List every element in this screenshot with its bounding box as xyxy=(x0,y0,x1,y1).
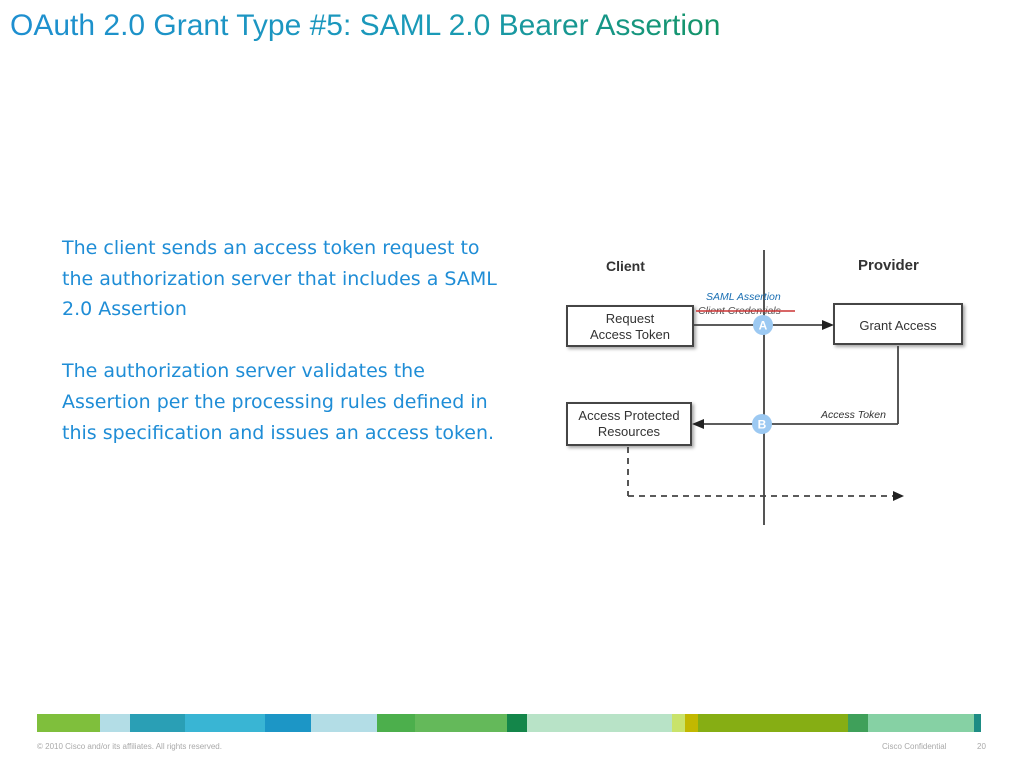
request-box-line2: Access Token xyxy=(590,327,670,342)
color-bar-segment xyxy=(527,714,672,732)
paragraph-request: The client sends an access token request… xyxy=(62,237,497,321)
request-access-token-box xyxy=(566,305,694,347)
access-box-line2: Resources xyxy=(598,424,661,439)
color-bar-segment xyxy=(848,714,868,732)
color-bar-segment xyxy=(130,714,185,732)
color-bar-segment xyxy=(974,714,981,732)
marker-b xyxy=(752,414,772,434)
page-number: 20 xyxy=(977,742,986,751)
color-bar-segment xyxy=(265,714,311,732)
request-box-line1: Request xyxy=(606,311,655,326)
client-label: Client xyxy=(606,258,645,274)
copyright-text: © 2010 Cisco and/or its affiliates. All … xyxy=(37,742,222,751)
color-bar-segment xyxy=(185,714,265,732)
access-protected-resources-box xyxy=(566,402,692,446)
page-title: OAuth 2.0 Grant Type #5: SAML 2.0 Bearer… xyxy=(10,6,720,46)
grant-access-box xyxy=(833,303,963,345)
color-bar-segment xyxy=(100,714,130,732)
arrowhead-grant xyxy=(822,320,834,330)
color-bar-segment xyxy=(377,714,415,732)
arrowhead-access xyxy=(692,419,704,429)
saml-bearer-flow-diagram: Client Provider Request Access Token Gra… xyxy=(566,250,963,525)
color-bar-segment xyxy=(685,714,698,732)
color-bar-segment xyxy=(37,714,100,732)
color-bar-segment xyxy=(672,714,685,732)
saml-assertion-label: SAML Assertion xyxy=(706,291,781,303)
color-bar-segment xyxy=(698,714,848,732)
access-box-line1: Access Protected xyxy=(578,408,679,423)
color-bar-segment xyxy=(415,714,507,732)
arrowhead-dashed xyxy=(893,491,904,501)
confidential-label: Cisco Confidential xyxy=(882,742,947,751)
brand-color-bar xyxy=(37,714,987,732)
body-text: The client sends an access token request… xyxy=(62,233,512,479)
marker-a-label: A xyxy=(759,319,768,333)
access-token-label: Access Token xyxy=(820,409,886,421)
color-bar-segment xyxy=(507,714,527,732)
provider-label: Provider xyxy=(858,257,919,274)
grant-box-label: Grant Access xyxy=(859,318,937,333)
marker-b-label: B xyxy=(758,418,767,432)
marker-a xyxy=(753,315,773,335)
color-bar-segment xyxy=(311,714,377,732)
paragraph-validation: The authorization server validates the A… xyxy=(62,360,495,444)
color-bar-segment xyxy=(868,714,974,732)
